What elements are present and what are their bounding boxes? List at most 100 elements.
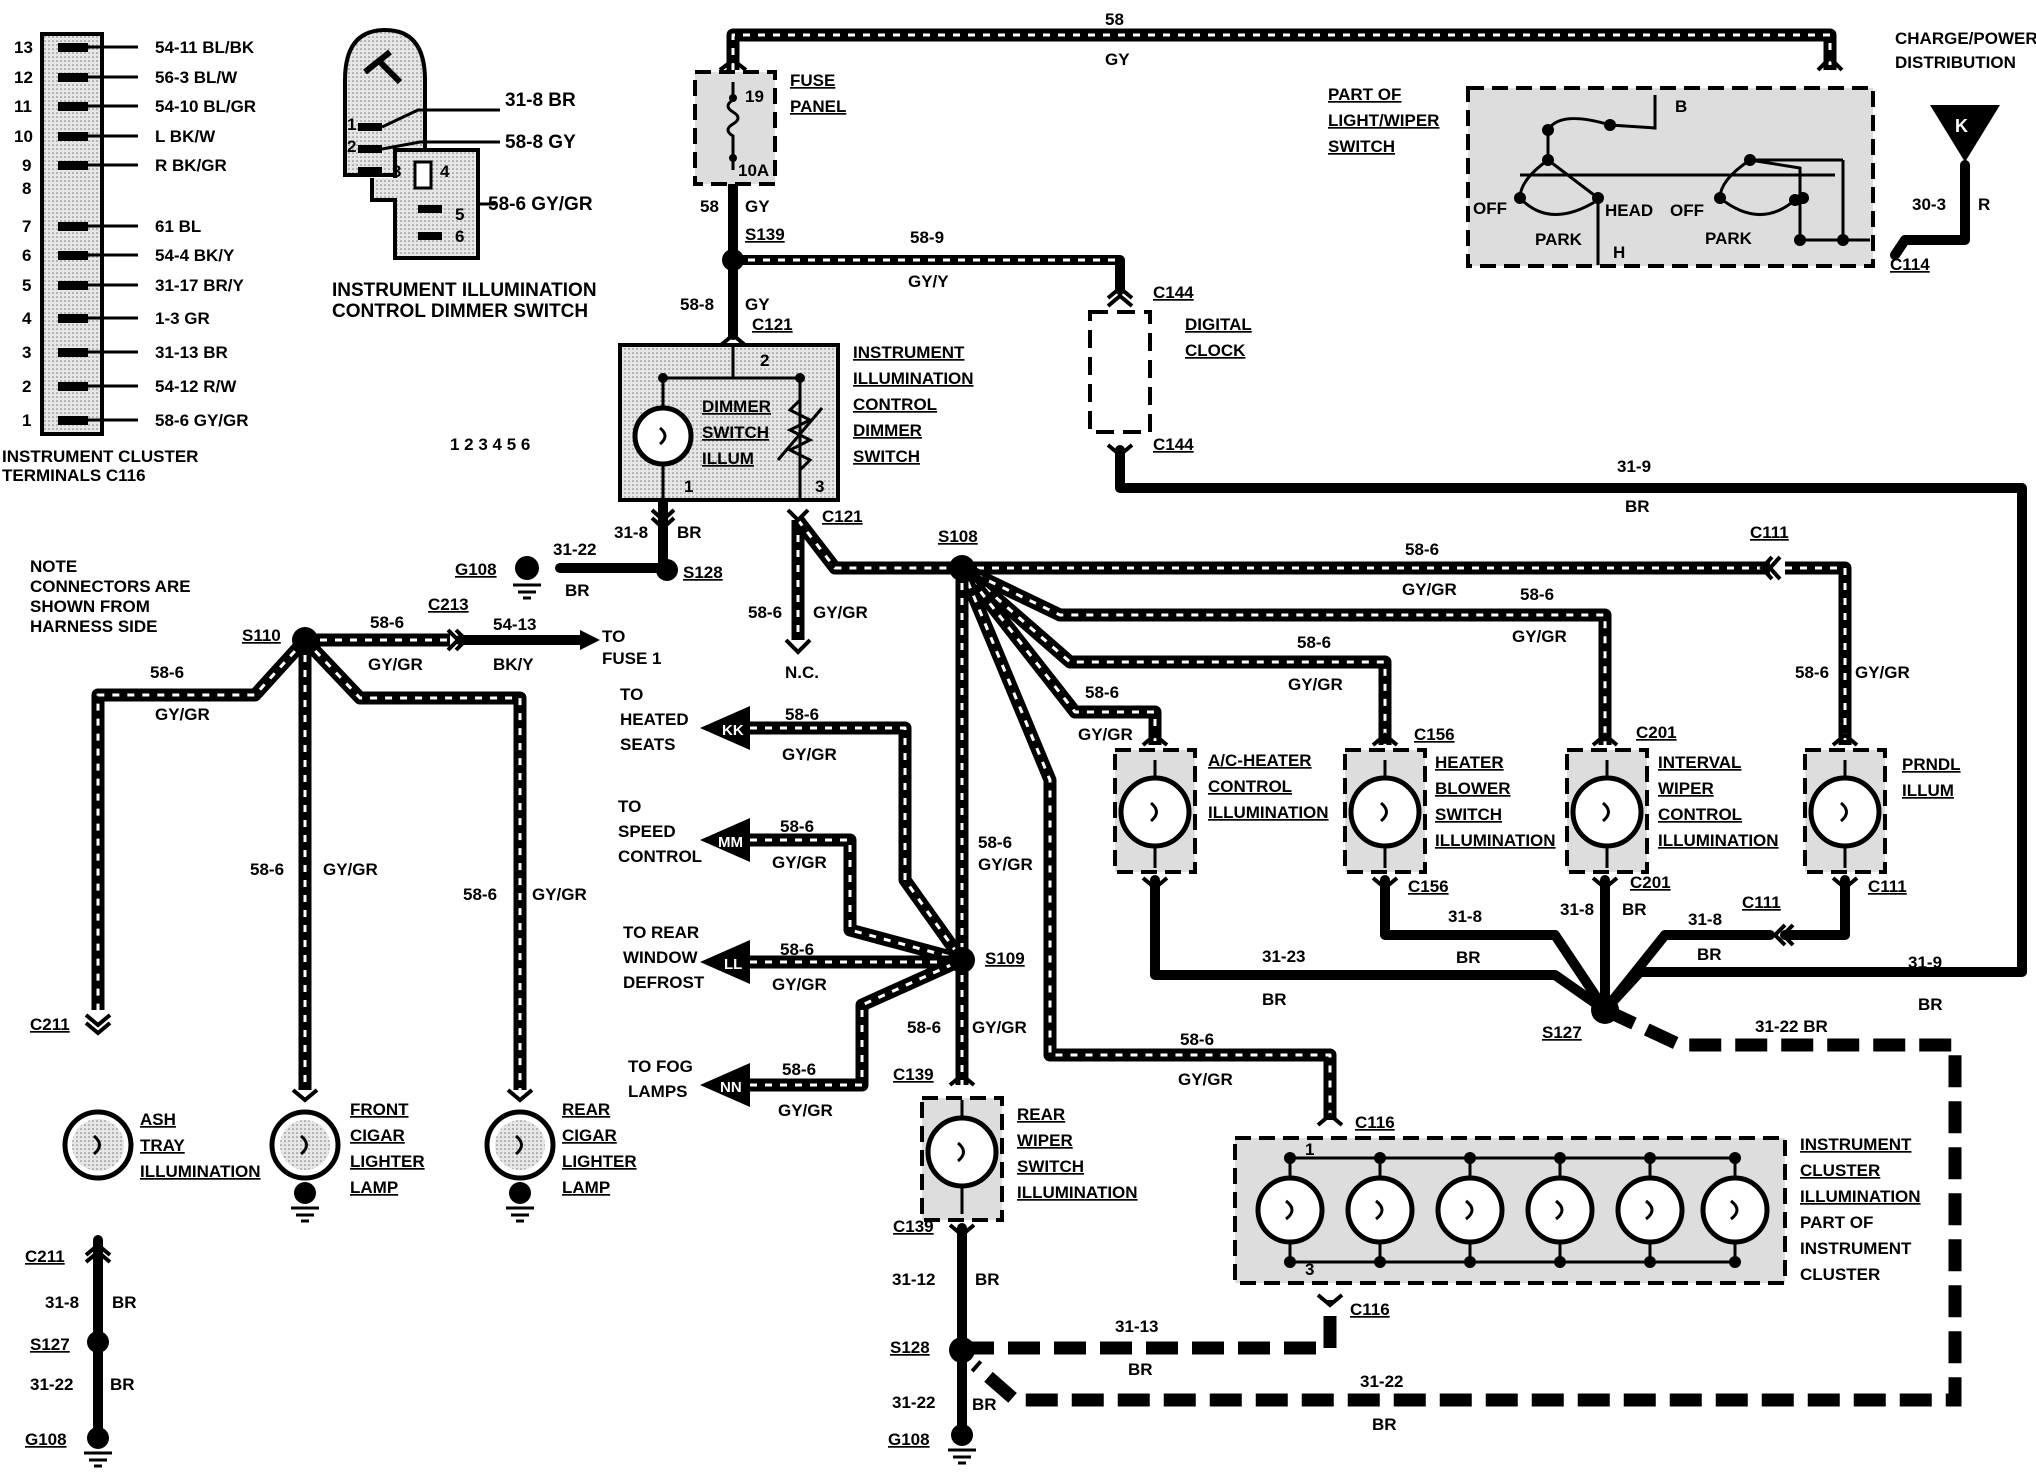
to-speed-2: SPEED bbox=[618, 822, 676, 841]
cluster-node bbox=[1374, 1256, 1386, 1268]
br-e: BR bbox=[1456, 948, 1481, 967]
cluster-node bbox=[1729, 1256, 1741, 1268]
g108c-label: G108 bbox=[25, 1430, 67, 1449]
w58-top: 58 bbox=[1105, 10, 1124, 29]
cluster-illum-2: CLUSTER bbox=[1800, 1161, 1880, 1180]
part-of-2: LIGHT/WIPER bbox=[1328, 111, 1439, 130]
c213-label: C213 bbox=[428, 595, 469, 614]
ll-label: LL bbox=[724, 956, 742, 973]
pin-wire-label: L BK/W bbox=[155, 127, 216, 146]
c114-label: C114 bbox=[1890, 255, 1930, 274]
iicds-1: INSTRUMENT bbox=[853, 343, 965, 362]
fuse-panel-label-2: PANEL bbox=[790, 97, 846, 116]
dimmer-wire-2: 58-8 GY bbox=[505, 132, 576, 153]
to-heated-1: TO bbox=[620, 685, 643, 704]
fuse-19: 19 bbox=[745, 87, 764, 106]
dimmer-pin-4: 4 bbox=[440, 162, 450, 181]
pin-terminal bbox=[58, 251, 88, 260]
pin-wire-label: 61 BL bbox=[155, 217, 201, 236]
to-fuse-2: FUSE 1 bbox=[602, 649, 662, 668]
cluster-bulb bbox=[1255, 1175, 1325, 1245]
cluster-node bbox=[1284, 1256, 1296, 1268]
gygr-l: GY/GR bbox=[772, 853, 827, 872]
wires bbox=[91, 28, 2027, 1445]
w31-13: 31-13 bbox=[1115, 1317, 1158, 1336]
cluster-pin-1: 1 bbox=[1305, 1140, 1314, 1159]
br-k: BR bbox=[1372, 1415, 1397, 1434]
to-heated-2: HEATED bbox=[620, 710, 689, 729]
switch-park-2: PARK bbox=[1705, 229, 1753, 248]
pin-terminal bbox=[58, 102, 88, 111]
kk-label: KK bbox=[722, 722, 744, 739]
cluster-bulb-filament bbox=[1285, 1199, 1294, 1221]
pin-terminal bbox=[58, 132, 88, 141]
cluster-node bbox=[1464, 1256, 1476, 1268]
c156a-label: C156 bbox=[1414, 725, 1455, 744]
w31-8b: 31-8 bbox=[1448, 907, 1482, 926]
pin-terminal bbox=[58, 382, 88, 391]
heater-blower-illum: HEATER BLOWER SWITCH ILLUMINATION bbox=[1343, 748, 1556, 874]
heater-blower-1: HEATER bbox=[1435, 753, 1504, 772]
cluster-node bbox=[1374, 1152, 1386, 1164]
to-fog-2: LAMPS bbox=[628, 1082, 688, 1101]
pin-wire-label: 54-10 BL/GR bbox=[155, 97, 256, 116]
mm-label: MM bbox=[718, 834, 743, 851]
c211a-label: C211 bbox=[30, 1015, 70, 1034]
cluster-node bbox=[1464, 1152, 1476, 1164]
w31-22a: 31-22 bbox=[553, 540, 596, 559]
bky-label: BK/Y bbox=[493, 655, 534, 674]
to-heated-3: SEATS bbox=[620, 735, 675, 754]
pin-wire-label: 54-11 BL/BK bbox=[155, 38, 255, 57]
gygr-a: GY/GR bbox=[813, 603, 868, 622]
prndl-2: ILLUM bbox=[1902, 781, 1954, 800]
gy-a: GY bbox=[745, 197, 770, 216]
front-cigar-lighter: FRONT CIGAR LIGHTER LAMP bbox=[269, 1100, 425, 1197]
pin-terminal bbox=[58, 161, 88, 170]
dimmer-inner-3: ILLUM bbox=[702, 449, 754, 468]
front-cigar-4: LAMP bbox=[350, 1178, 398, 1197]
to-speed-1: TO bbox=[618, 797, 641, 816]
k-label: K bbox=[1955, 116, 1968, 136]
pin-wire-label: 54-12 R/W bbox=[155, 377, 237, 396]
cluster-node bbox=[1644, 1256, 1656, 1268]
w58-6a: 58-6 bbox=[748, 603, 782, 622]
cluster-bulb-filament bbox=[1375, 1199, 1384, 1221]
pin-wire-label: 1-3 GR bbox=[155, 309, 210, 328]
s127a-label: S127 bbox=[1542, 1023, 1582, 1042]
rear-cigar-lighter: REAR CIGAR LIGHTER LAMP bbox=[484, 1100, 637, 1197]
c156b-label: C156 bbox=[1408, 877, 1449, 896]
gygr-k: GY/GR bbox=[782, 745, 837, 764]
pin-terminal bbox=[58, 416, 88, 425]
charge-power-k: K CHARGE/POWER DISTRIBUTION 30-3 R bbox=[1895, 29, 2036, 214]
w58-8: 58-8 bbox=[680, 295, 714, 314]
gygr-q: GY/GR bbox=[1178, 1070, 1233, 1089]
dimmer-title-1: INSTRUMENT ILLUMINATION bbox=[332, 280, 597, 301]
to-rear-3: DEFROST bbox=[623, 973, 705, 992]
wire-labels: 58 GY 58 GY S139 58-9 GY/Y C144 C144 58-… bbox=[25, 10, 1943, 1449]
interval-2: WIPER bbox=[1658, 779, 1714, 798]
splices bbox=[87, 249, 1619, 1363]
dimmer-wire-3: 58-6 GY/GR bbox=[488, 194, 593, 215]
dimmer-pin-3: 3 bbox=[392, 162, 401, 181]
cluster-terminals-title-1: INSTRUMENT CLUSTER bbox=[2, 447, 198, 466]
dimmer-switch-box: 2 1 3 DIMMER SWITCH ILLUM INSTRUMENT ILL… bbox=[618, 343, 974, 502]
w31-8c: 31-8 bbox=[1560, 900, 1594, 919]
ash-tray-illum: ASH TRAY ILLUMINATION bbox=[62, 1109, 261, 1181]
ash-tray-2: TRAY bbox=[140, 1136, 185, 1155]
br-h: BR bbox=[1918, 995, 1943, 1014]
instrument-cluster: 1 3 INSTRUMENT CLUSTER ILLUMINATION PART… bbox=[1233, 1135, 1921, 1285]
heater-blower-2: BLOWER bbox=[1435, 779, 1511, 798]
w31-22br: 31-22 BR bbox=[1755, 1017, 1828, 1036]
front-cigar-1: FRONT bbox=[350, 1100, 409, 1119]
br-g: BR bbox=[1697, 945, 1722, 964]
iicds-5: SWITCH bbox=[853, 447, 920, 466]
br-l: BR bbox=[972, 1395, 997, 1414]
c121b-label: C121 bbox=[822, 507, 863, 526]
w31-12: 31-12 bbox=[892, 1270, 935, 1289]
pin-wire-label: 31-17 BR/Y bbox=[155, 276, 244, 295]
to-fog-1: TO FOG bbox=[628, 1057, 693, 1076]
cluster-bulb-filament bbox=[1645, 1199, 1654, 1221]
pin-number: 2 bbox=[22, 377, 31, 396]
pin-terminal bbox=[58, 281, 88, 290]
